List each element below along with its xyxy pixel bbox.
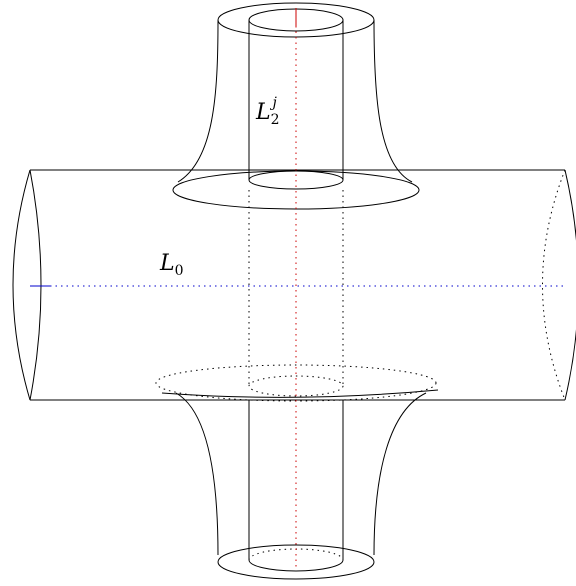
- label-l0: L0: [160, 251, 184, 279]
- top-outer-right-wall: [373, 19, 413, 183]
- bottom-outer-left-wall: [175, 392, 219, 556]
- bottom-flange-front: [161, 389, 439, 398]
- bottom-inner-rim-front: [248, 559, 344, 572]
- label-l0-subscript: 0: [174, 263, 184, 279]
- label-l2j: L2j: [256, 95, 280, 128]
- cylinder-right-cap-hidden: [542, 169, 566, 401]
- bottom-outer-rim: [217, 544, 375, 580]
- bottom-tube: [155, 364, 439, 580]
- cylinder-right-cap: [564, 169, 576, 401]
- top-tube: [172, 2, 420, 210]
- label-l2-superscript: j: [272, 95, 277, 111]
- label-l0-main: L: [160, 251, 175, 276]
- top-outer-left-wall: [177, 19, 219, 183]
- bottom-outer-right-wall: [373, 392, 427, 556]
- cylinder-left-cap: [12, 169, 42, 401]
- horizontal-cylinder: [12, 169, 576, 401]
- label-l2-subscript: 2: [270, 112, 280, 128]
- top-inner-bottom: [248, 170, 344, 190]
- label-l2-main: L: [256, 100, 271, 125]
